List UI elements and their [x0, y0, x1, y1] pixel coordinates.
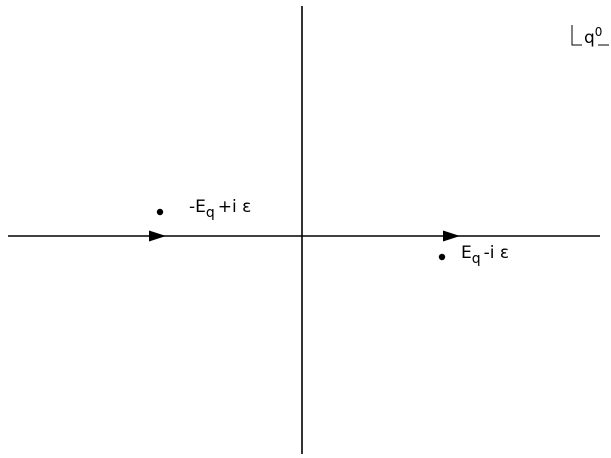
pole-label-negative-suffix: +i ε — [217, 197, 252, 217]
right-direction-arrow-icon — [443, 230, 460, 242]
pole-upper-left-dot — [156, 208, 164, 216]
variable-label-superscript: 0 — [594, 25, 603, 39]
pole-label-positive: Eq-i ε — [461, 243, 510, 267]
pole-label-positive-prefix: E — [461, 243, 472, 263]
variable-box-left-corner — [571, 25, 582, 46]
pole-label-negative-subscript: q — [205, 205, 215, 221]
variable-label: q0 — [584, 26, 602, 48]
pole-label-positive-suffix: -i ε — [483, 243, 510, 263]
pole-lower-right-dot — [438, 253, 446, 261]
variable-label-base: q — [584, 28, 595, 48]
pole-label-positive-subscript: q — [471, 251, 481, 267]
pole-label-negative-prefix: -E — [189, 197, 206, 217]
left-direction-arrow-icon — [149, 230, 166, 242]
pole-label-negative: -Eq+i ε — [189, 197, 252, 221]
